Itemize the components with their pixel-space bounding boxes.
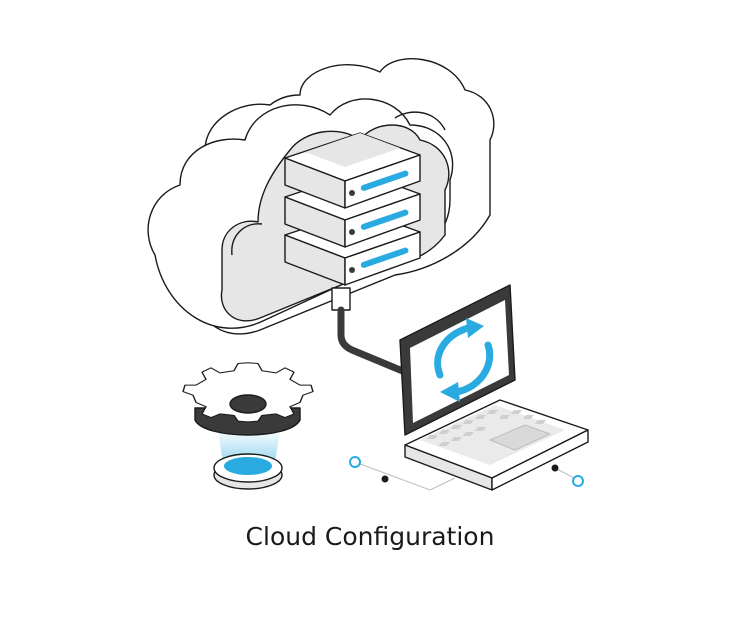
data-cable — [337, 306, 409, 376]
server-unit-1 — [284, 132, 421, 209]
connection-dots — [349, 456, 584, 487]
gear-icon — [182, 362, 314, 436]
sync-icon — [434, 318, 494, 402]
laptop-icon — [399, 284, 589, 491]
gear-base-pad — [213, 453, 283, 490]
server-stack-icon — [284, 132, 421, 311]
page-title: Cloud Configuration — [245, 522, 495, 551]
keyboard-keys — [426, 410, 546, 446]
